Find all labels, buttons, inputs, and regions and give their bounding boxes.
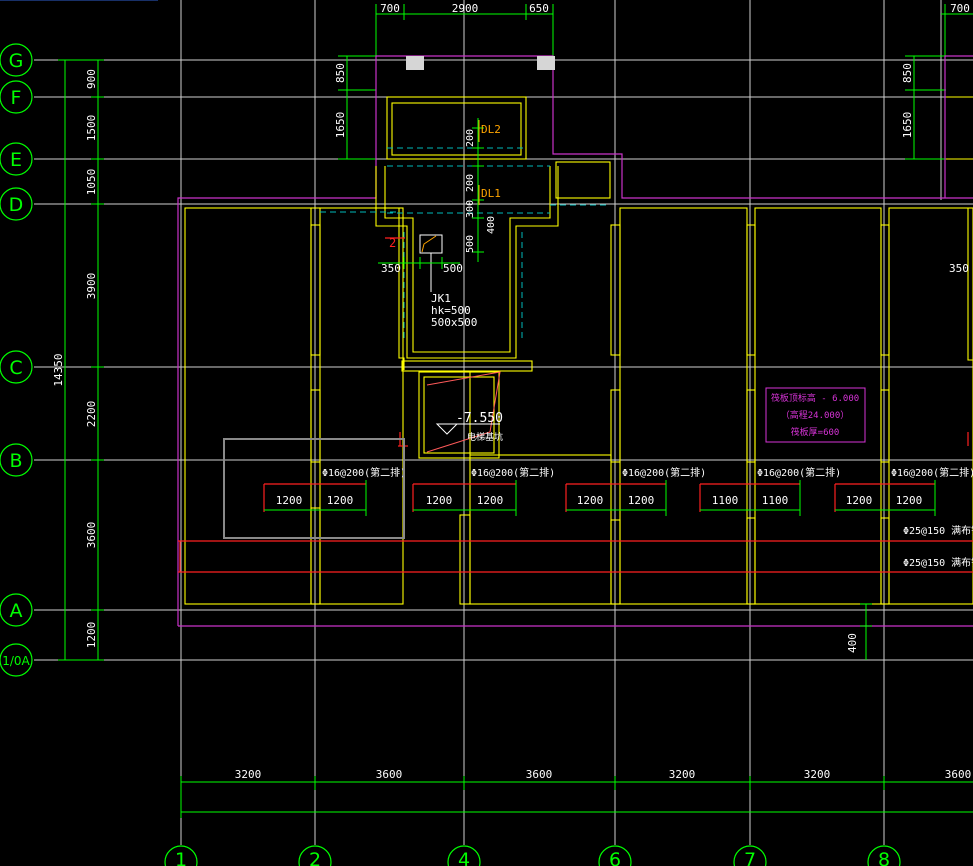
dim-right-1650: 1650 <box>901 112 914 139</box>
left-dimension-chain <box>58 59 104 661</box>
rebar-label-5: Φ16@200(第二排) <box>891 466 973 479</box>
dim-left-3900: 3900 <box>85 273 98 300</box>
dim-shaft-200b: 200 <box>465 174 476 192</box>
axis-label-1-0a: 1/0A <box>2 654 30 668</box>
pit-label: 电梯基坑 <box>467 431 503 443</box>
dim-right-850: 850 <box>901 63 914 83</box>
dim-top-650: 650 <box>529 2 549 15</box>
axis-label-7: 7 <box>744 849 756 866</box>
dim-right-edge-350: 350 <box>949 262 969 275</box>
offset-dimension <box>860 603 872 660</box>
dim-bottom-4: 3200 <box>669 768 696 781</box>
axis-label-2: 2 <box>309 849 321 866</box>
dim-bottom-5: 3200 <box>804 768 831 781</box>
axis-label-b: B <box>9 450 22 472</box>
raft-note-line2: （高程24.000） <box>781 409 850 421</box>
dim-left-2200: 2200 <box>85 401 98 428</box>
foundation-id: JK1 <box>431 292 451 305</box>
raft-note-line3: 筏板厚=600 <box>791 426 840 438</box>
rebar-dim-5a: 1200 <box>846 494 873 507</box>
selection-box[interactable] <box>223 438 405 539</box>
bottom-rebar-2: Φ25@150 满布钢 <box>903 556 973 569</box>
axis-label-1: 1 <box>175 849 187 866</box>
dim-left-3600: 3600 <box>85 522 98 549</box>
tag-dl1: DL1 <box>481 187 501 200</box>
dim-left-1200: 1200 <box>85 622 98 649</box>
dim-top-700: 700 <box>380 2 400 15</box>
axis-label-a: A <box>10 600 23 622</box>
bottom-rebar-1: Φ25@150 满布钢 <box>903 524 973 537</box>
rebar-dim-3b: 1200 <box>628 494 655 507</box>
dim-inner-850: 850 <box>334 63 347 83</box>
dim-shaft-500: 500 <box>465 235 476 253</box>
dim-left-1500: 1500 <box>85 115 98 142</box>
axis-label-4: 4 <box>458 849 470 866</box>
rebar-label-3: Φ16@200(第二排) <box>622 466 706 479</box>
shaft-dimension-line <box>472 118 484 262</box>
dim-bottom-1: 3200 <box>235 768 262 781</box>
section-mark: 2 <box>389 236 396 250</box>
rebar-label-2: Φ16@200(第二排) <box>471 466 555 479</box>
inner-left-dimension <box>338 55 376 160</box>
rebar-dim-2a: 1200 <box>426 494 453 507</box>
dim-left-1050: 1050 <box>85 169 98 196</box>
foundation-height: hk=500 <box>431 304 471 317</box>
raft-note-line1: 筏板顶标高 - 6.000 <box>771 392 859 404</box>
rebar-dim-1a: 1200 <box>276 494 303 507</box>
dim-inner-1650: 1650 <box>334 112 347 139</box>
axis-label-g: G <box>9 50 24 72</box>
bottom-dimension-chain <box>180 776 973 818</box>
axis-label-d: D <box>9 194 24 216</box>
axis-label-e: E <box>10 149 22 171</box>
rebar-dim-1b: 1200 <box>327 494 354 507</box>
axis-label-c: C <box>9 357 22 379</box>
foundation-size: 500x500 <box>431 316 477 329</box>
dim-bottom-2: 3600 <box>376 768 403 781</box>
rebar-marks <box>178 432 973 573</box>
dashed-beams <box>320 147 610 340</box>
axis-label-6: 6 <box>609 849 621 866</box>
tag-dl2: DL2 <box>481 123 501 136</box>
wall-outlines <box>184 96 973 605</box>
vertical-axis-lines <box>180 0 942 845</box>
pit-elevation: -7.550 <box>456 411 503 426</box>
inner-right-dimension <box>905 55 946 160</box>
rebar-dim-3a: 1200 <box>577 494 604 507</box>
dim-shaft-200a: 200 <box>465 129 476 147</box>
rebar-dim-4b: 1100 <box>762 494 789 507</box>
dim-bottom-3: 3600 <box>526 768 553 781</box>
top-dimension-chain <box>375 4 973 56</box>
dim-top-2900: 2900 <box>452 2 479 15</box>
horizontal-axis-bubbles <box>0 43 33 677</box>
corner-blocks <box>406 56 555 70</box>
dim-shaft-400: 400 <box>486 216 497 234</box>
dim-pit-350: 350 <box>381 262 401 275</box>
rebar-label-4: Φ16@200(第二排) <box>757 466 841 479</box>
raft-note-box <box>765 387 866 443</box>
dim-left-900: 900 <box>85 69 98 89</box>
vertical-axis-bubbles <box>164 845 901 866</box>
rebar-label-1: Φ16@200(第二排) <box>322 466 406 479</box>
rebar-extent-lines <box>264 480 936 516</box>
dim-offset-400: 400 <box>846 633 859 653</box>
axis-label-f: F <box>11 87 22 109</box>
dim-left-total: 14350 <box>52 353 65 386</box>
rebar-dim-5b: 1200 <box>896 494 923 507</box>
foundation-jk1 <box>419 234 443 292</box>
dim-bottom-6: 3600 <box>945 768 972 781</box>
dim-shaft-300: 300 <box>465 200 476 218</box>
pit-dimension-line <box>378 257 460 269</box>
axis-label-8: 8 <box>878 849 890 866</box>
rebar-dim-4a: 1100 <box>712 494 739 507</box>
dim-pit-500: 500 <box>443 262 463 275</box>
dim-top-right-700: 700 <box>950 2 970 15</box>
rebar-dim-2b: 1200 <box>477 494 504 507</box>
elevator-pit-symbol <box>426 371 501 453</box>
